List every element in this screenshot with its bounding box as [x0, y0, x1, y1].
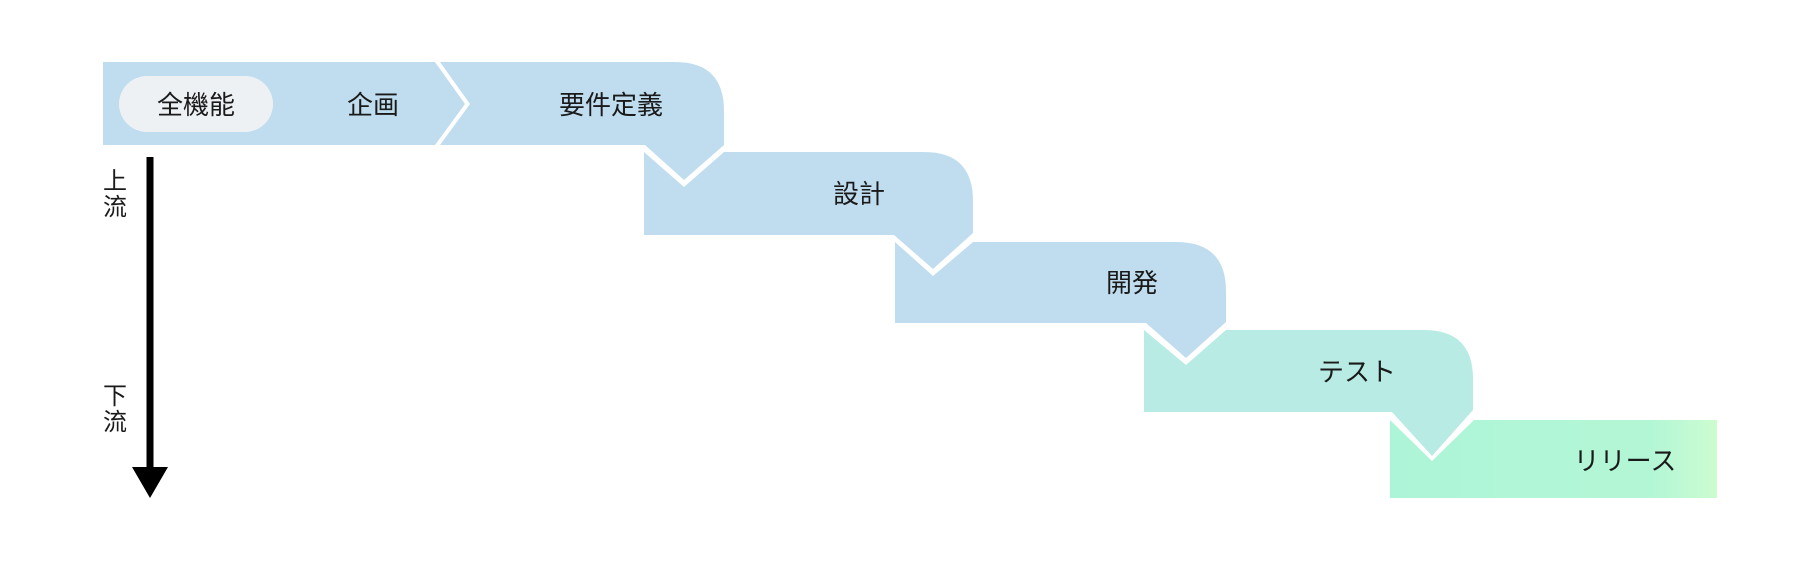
stage-requirements-block — [440, 62, 724, 180]
stage-development-label: 開発 — [1106, 269, 1158, 299]
upstream-label-char-2: 流 — [103, 193, 127, 221]
stage-planning-label: 企画 — [347, 91, 399, 121]
all-features-label: 全機能 — [157, 91, 235, 121]
stage-design-label: 設計 — [833, 180, 885, 210]
stage-release-label: リリース — [1574, 447, 1677, 477]
stage-test-block — [1144, 330, 1473, 456]
stage-design-block — [644, 152, 973, 269]
stage-development-block — [895, 242, 1226, 358]
stage-requirements-label: 要件定義 — [559, 91, 663, 121]
downstream-label-char-2: 流 — [103, 408, 127, 436]
downstream-label-char-1: 下 — [103, 382, 127, 410]
upstream-label-char-1: 上 — [103, 167, 127, 195]
flow-arrow-head — [132, 467, 168, 498]
all-features-badge — [119, 76, 273, 132]
stage-release-block — [1390, 420, 1717, 498]
stage-test-label: テスト — [1318, 358, 1396, 388]
